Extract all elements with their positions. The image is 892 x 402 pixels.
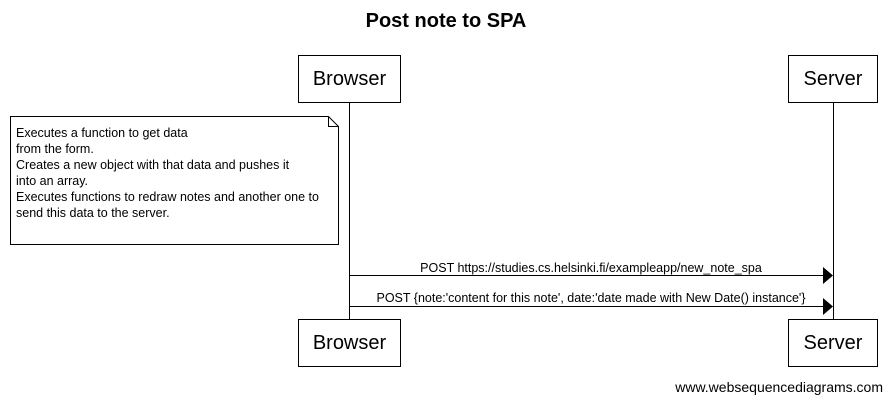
browser-participant-top: Browser — [298, 55, 401, 103]
note-line: Executes a function to get data — [16, 126, 188, 140]
message-label-2: POST {note:'content for this note', date… — [376, 291, 806, 305]
note-line: Creates a new object with that data and … — [16, 158, 290, 172]
browser-participant-bottom: Browser — [298, 319, 401, 367]
note-shape — [10, 116, 339, 245]
message-label-1: POST https://studies.cs.helsinki.fi/exam… — [420, 261, 762, 275]
message-arrow-2 — [350, 298, 833, 315]
diagram-title: Post note to SPA — [365, 10, 527, 32]
note-line: from the form. — [16, 142, 94, 156]
note-line: Executes functions to redraw notes and a… — [16, 190, 319, 204]
note-text: Executes a function to get data from the… — [16, 125, 336, 221]
note-box: Executes a function to get data from the… — [10, 116, 339, 245]
server-lifeline — [833, 103, 834, 319]
browser-participant-label: Browser — [312, 331, 387, 354]
server-participant-label: Server — [803, 67, 863, 90]
note-line: into an array. — [16, 174, 89, 188]
browser-lifeline — [349, 103, 350, 319]
server-participant-top: Server — [788, 55, 878, 103]
server-participant-bottom: Server — [788, 319, 878, 367]
watermark: www.websequencediagrams.com — [675, 379, 883, 395]
server-participant-label: Server — [803, 331, 863, 354]
message-arrow-1 — [350, 267, 833, 284]
note-line: send this data to the server. — [16, 206, 170, 220]
browser-participant-label: Browser — [312, 67, 387, 90]
